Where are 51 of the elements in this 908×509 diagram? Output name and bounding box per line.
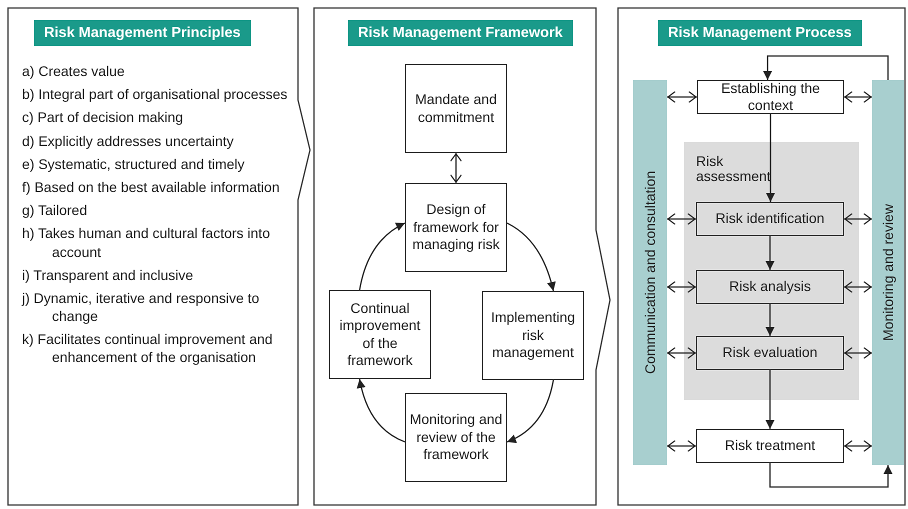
process-box: Establishing the context (697, 80, 844, 114)
panel-heading: Risk Management Framework (348, 20, 573, 46)
list-item: h) Takes human and cultural factors into account (22, 224, 271, 261)
arrow (506, 380, 554, 443)
process-box: Risk analysis (696, 270, 844, 304)
arrow (844, 440, 872, 452)
list-item: a) Creates value (22, 62, 126, 80)
arrow (358, 222, 406, 290)
process-box: Monitoring and review of the framework (405, 393, 507, 482)
process-panel (618, 8, 905, 505)
arrow (356, 378, 406, 443)
process-box: Risk treatment (696, 429, 844, 463)
panel-heading: Risk Management Process (658, 20, 862, 46)
arrow (844, 91, 872, 103)
arrow (667, 440, 696, 452)
arrow (766, 370, 774, 429)
process-box: Mandate and commitment (405, 64, 507, 153)
side-bar: Monitoring and review (872, 80, 904, 465)
arrow (766, 114, 775, 202)
list-item: d) Explicitly addresses uncertainty (22, 132, 235, 150)
list-item: i) Transparent and inclusive (22, 266, 194, 284)
arrow (506, 222, 556, 292)
arrow (766, 236, 774, 270)
list-item: j) Dynamic, iterative and responsive to change (22, 288, 260, 326)
process-box: Risk evaluation (696, 336, 844, 370)
arrow (844, 347, 872, 359)
arrow (766, 304, 774, 336)
arrow (844, 281, 872, 293)
principles-panel (8, 8, 312, 505)
process-box: Design of framework for managing risk (405, 183, 507, 272)
arrow (667, 347, 696, 359)
arrow (763, 55, 889, 80)
side-bar: Communication and consultation (633, 80, 667, 465)
arrow (769, 463, 892, 488)
arrow (667, 281, 696, 293)
arrow (844, 213, 872, 225)
list-item: e) Systematic, structured and timely (22, 154, 246, 173)
process-box: Implementing risk management (482, 291, 584, 380)
panel-heading: Risk Management Principles (34, 20, 251, 46)
arrow (667, 91, 697, 103)
framework-panel (314, 8, 612, 505)
list-item: k) Facilitates continual improvement and enhancement of the organisation (22, 330, 274, 367)
assessment-area (684, 142, 859, 400)
list-item: c) Part of decision making (22, 108, 184, 127)
process-box: Continual improvement of the framework (329, 290, 431, 379)
arrow (450, 153, 462, 183)
arrow (667, 213, 696, 225)
list-item: b) Integral part of organisational processes (22, 85, 288, 104)
process-box: Risk identification (696, 202, 844, 236)
list-item: g) Tailored (22, 201, 88, 220)
list-item: f) Based on the best available information (22, 178, 281, 196)
